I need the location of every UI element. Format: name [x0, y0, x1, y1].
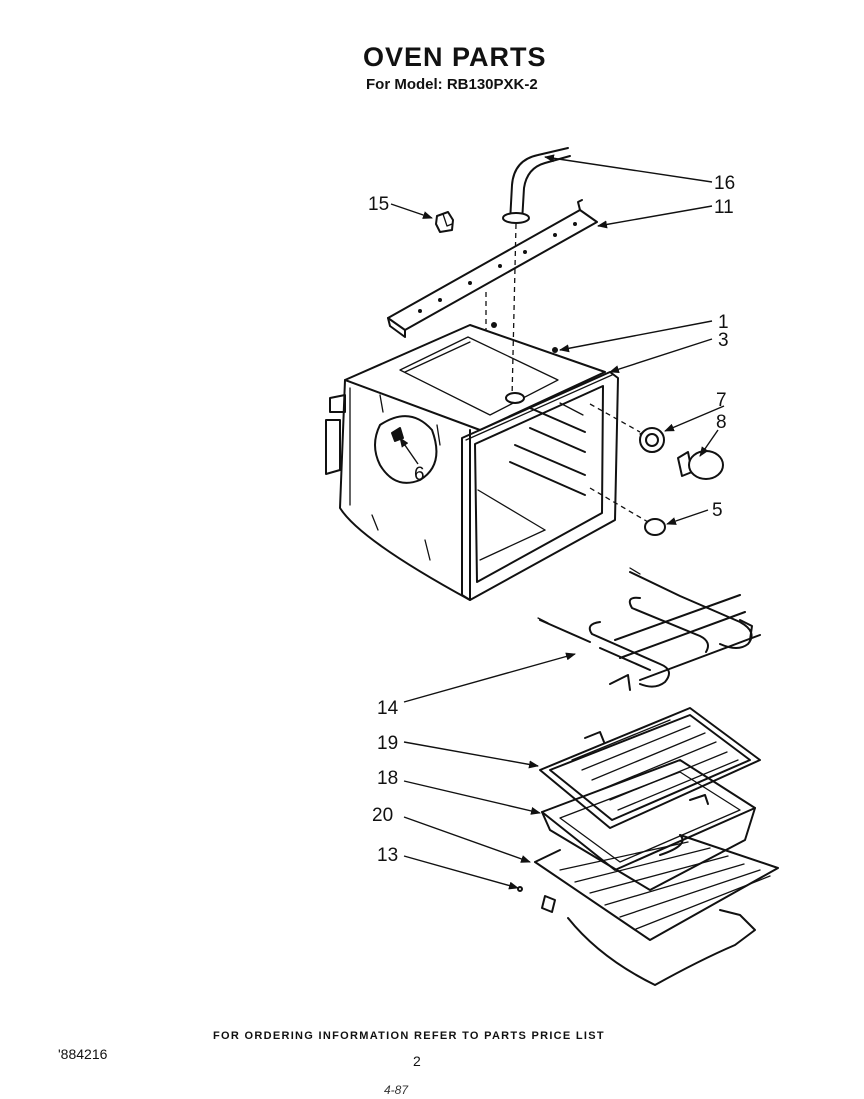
oven-cavity-part-1	[325, 322, 619, 601]
ordering-info-note: FOR ORDERING INFORMATION REFER TO PARTS …	[213, 1030, 605, 1042]
callout-3: 3	[718, 330, 729, 351]
leader-5	[666, 509, 709, 525]
leader-16	[544, 154, 713, 183]
document-number: '884216	[58, 1046, 108, 1062]
leader-11	[597, 205, 713, 229]
broiler-grid-part-19	[539, 707, 761, 829]
callout-16: 16	[714, 173, 735, 194]
callout-14: 14	[377, 698, 399, 719]
clip-part-15	[435, 211, 454, 233]
page-number: 2	[413, 1053, 421, 1069]
alignment-line	[589, 403, 641, 433]
callout-20: 20	[372, 805, 393, 826]
callout-15: 15	[368, 194, 389, 215]
vent-tube-part-16	[502, 147, 571, 224]
callout-8: 8	[716, 412, 727, 433]
callout-11: 11	[714, 197, 734, 218]
alignment-line	[589, 487, 649, 523]
plug-part-5	[644, 518, 666, 536]
leader-1	[559, 320, 713, 353]
callout-19: 19	[377, 733, 398, 754]
model-subtitle: For Model: RB130PXK-2	[366, 76, 538, 93]
page-title: OVEN PARTS	[363, 42, 547, 72]
leader-15	[390, 203, 433, 219]
oven-rack-part-20	[534, 834, 779, 986]
leader-6	[399, 437, 419, 465]
bracket-part-11	[387, 199, 598, 338]
bake-element-part-14	[537, 567, 761, 691]
clip-part-13	[517, 886, 556, 913]
callout-18: 18	[377, 768, 398, 789]
lamp-socket-part-7	[639, 427, 665, 453]
callout-5: 5	[712, 500, 723, 521]
handwritten-mark: 4-87	[384, 1083, 409, 1097]
leader-18	[403, 780, 541, 815]
leader-3	[609, 338, 713, 374]
callout-7: 7	[716, 390, 727, 411]
callout-1: 1	[718, 312, 729, 333]
broiler-pan-part-18	[541, 759, 756, 891]
alignment-line	[511, 223, 517, 399]
callout-6: 6	[414, 464, 425, 485]
leader-19	[403, 741, 539, 769]
callout-13: 13	[377, 845, 398, 866]
leader-7	[664, 405, 725, 432]
leader-14	[403, 652, 576, 703]
leader-13	[403, 855, 519, 890]
leader-8	[699, 429, 719, 457]
leader-20	[403, 816, 531, 863]
